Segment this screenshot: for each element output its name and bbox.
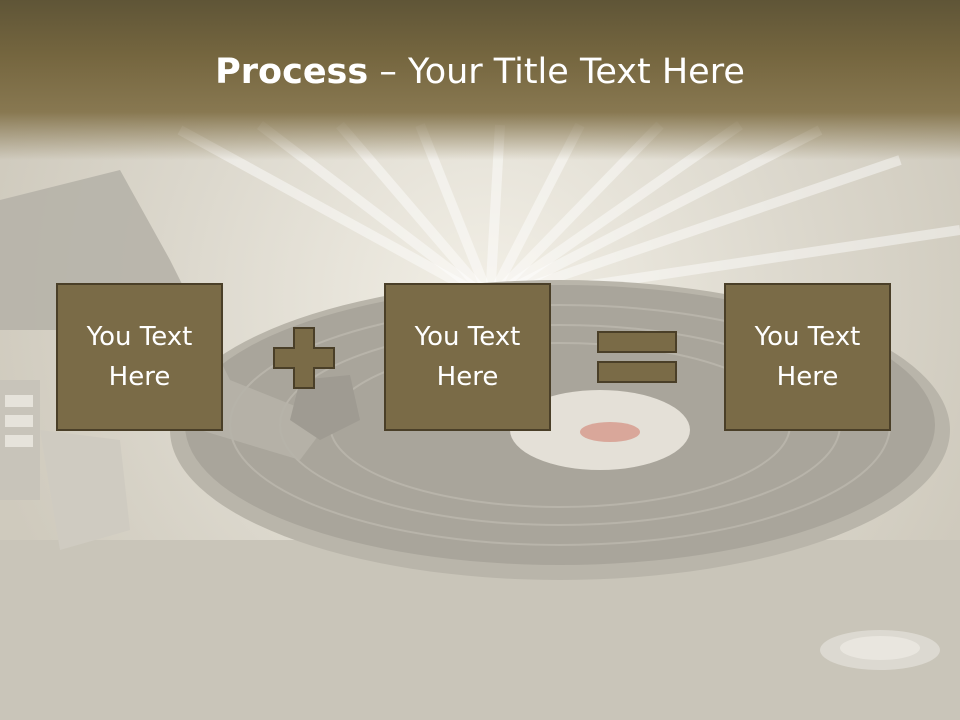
plus-icon xyxy=(273,327,335,389)
process-box-2-label: You Text Here xyxy=(414,322,521,392)
process-box-1[interactable]: You Text Here xyxy=(56,283,223,431)
process-box-3-label: You Text Here xyxy=(754,322,861,392)
title-bold-part: Process xyxy=(215,52,369,92)
header-band xyxy=(0,0,960,160)
process-box-1-label: You Text Here xyxy=(86,322,193,392)
equals-icon xyxy=(597,331,677,383)
slide-title: Process – Your Title Text Here xyxy=(0,52,960,92)
title-rest-part: – Your Title Text Here xyxy=(368,52,745,92)
process-box-3[interactable]: You Text Here xyxy=(724,283,891,431)
process-box-2[interactable]: You Text Here xyxy=(384,283,551,431)
